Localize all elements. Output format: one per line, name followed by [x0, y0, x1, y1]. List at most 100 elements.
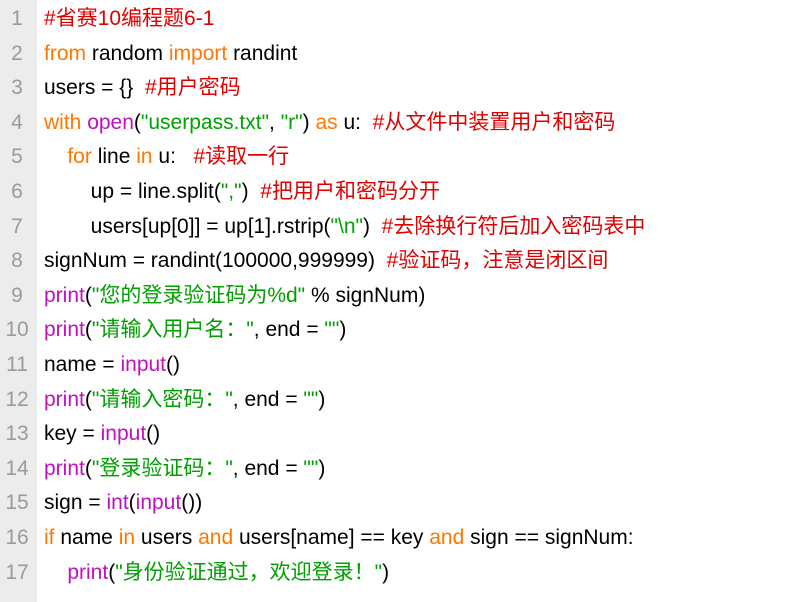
token-keyword: in: [118, 525, 136, 549]
code-line[interactable]: 4 with open("userpass.txt", "r") as u: #从…: [0, 106, 790, 141]
token-builtin: print: [67, 560, 109, 584]
token-string: "\n": [330, 214, 363, 238]
token-comment: #读取一行: [193, 145, 290, 169]
token-builtin: print: [44, 387, 85, 411]
token-plain: sign == signNum:: [464, 525, 634, 549]
token-comment: #用户密码: [144, 76, 241, 100]
token-keyword: and: [429, 525, 465, 549]
token-plain: users = {}: [44, 76, 145, 100]
code-text: #省赛10编程题6-1: [44, 2, 214, 37]
code-text: users = {} #用户密码: [44, 71, 241, 106]
code-line[interactable]: 10 print("请输入用户名：", end = ""): [0, 313, 790, 348]
code-line[interactable]: 14 print("登录验证码：", end = ""): [0, 452, 790, 487]
token-string: ",": [220, 179, 242, 203]
code-line[interactable]: 7 users[up[0]] = up[1].rstrip("\n") #去除换…: [0, 210, 790, 245]
line-number: 5: [11, 145, 23, 169]
token-plain: , end =: [232, 387, 304, 411]
line-number: 12: [5, 387, 29, 411]
token-string: "请输入密码：": [91, 387, 233, 411]
code-line[interactable]: 2 from random import randint: [0, 37, 790, 72]
code-text: sign = int(input()): [44, 486, 202, 521]
token-keyword: for: [67, 145, 92, 169]
token-keyword: with: [44, 110, 82, 134]
token-builtin: print: [44, 318, 85, 342]
token-string: "身份验证通过，欢迎登录！": [115, 560, 383, 584]
code-line[interactable]: 11 name = input(): [0, 348, 790, 383]
token-plain: (): [166, 352, 181, 376]
token-plain: ()): [181, 491, 203, 515]
code-text: print("请输入密码：", end = ""): [44, 383, 325, 418]
token-keyword: in: [136, 145, 153, 169]
code-text: up = line.split(",") #把用户和密码分开: [44, 175, 440, 210]
token-plain: ): [318, 387, 326, 411]
code-line[interactable]: 1#省赛10编程题6-1: [0, 2, 790, 37]
line-number-gutter: [0, 0, 37, 602]
token-builtin: open: [87, 110, 134, 134]
token-plain: ,: [269, 110, 281, 134]
code-line[interactable]: 3 users = {} #用户密码: [0, 71, 790, 106]
line-number: 10: [5, 318, 29, 342]
token-plain: users[up[0]] = up[1].rstrip(: [44, 214, 331, 238]
line-number: 13: [5, 422, 29, 446]
line-number: 17: [5, 560, 29, 584]
token-string: "您的登录验证码为%d": [91, 283, 306, 307]
token-plain: random: [86, 41, 169, 65]
token-plain: name =: [44, 352, 121, 376]
token-string: "r": [280, 110, 303, 134]
token-comment: #去除换行符后加入密码表中: [381, 214, 646, 238]
token-plain: (: [108, 560, 116, 584]
code-text: print("请输入用户名：", end = ""): [44, 313, 346, 348]
token-comment: #从文件中装置用户和密码: [372, 110, 616, 134]
code-text: print("登录验证码：", end = ""): [44, 452, 325, 487]
code-text: with open("userpass.txt", "r") as u: #从文…: [44, 106, 615, 141]
token-plain: (: [84, 318, 92, 342]
token-plain: ): [318, 456, 326, 480]
code-line[interactable]: 17 print("身份验证通过，欢迎登录！"): [0, 556, 790, 591]
code-text: for line in u: #读取一行: [44, 140, 289, 175]
line-number: 14: [5, 456, 29, 480]
token-plain: ): [362, 214, 382, 238]
line-number: 11: [6, 352, 28, 376]
token-plain: signNum = randint(100000,999999): [44, 249, 387, 273]
token-plain: line: [91, 145, 137, 169]
line-number: 2: [11, 41, 23, 65]
token-string: "": [303, 387, 319, 411]
token-keyword: from: [44, 41, 86, 65]
token-plain: , end =: [232, 456, 304, 480]
token-plain: % signNum): [305, 283, 426, 307]
code-text: name = input(): [44, 348, 180, 383]
code-line[interactable]: 5 for line in u: #读取一行: [0, 140, 790, 175]
code-text: signNum = randint(100000,999999) #验证码，注意…: [44, 244, 608, 279]
token-string: "": [303, 456, 319, 480]
token-string: "请输入用户名：": [91, 318, 254, 342]
token-plain: ): [302, 110, 316, 134]
code-line[interactable]: 8 signNum = randint(100000,999999) #验证码，注…: [0, 244, 790, 279]
token-plain: randint: [227, 41, 298, 65]
code-text: from random import randint: [44, 37, 297, 72]
line-number: 4: [11, 110, 23, 134]
token-keyword: as: [315, 110, 338, 134]
code-text: key = input(): [44, 417, 160, 452]
line-number: 16: [5, 525, 29, 549]
token-keyword: and: [198, 525, 234, 549]
token-plain: ): [241, 179, 261, 203]
token-plain: (: [128, 491, 136, 515]
line-number: 8: [11, 249, 23, 273]
code-line[interactable]: 6 up = line.split(",") #把用户和密码分开: [0, 175, 790, 210]
token-comment: #验证码，注意是闭区间: [386, 249, 609, 273]
code-line[interactable]: 13 key = input(): [0, 417, 790, 452]
token-plain: users: [135, 525, 199, 549]
token-plain: ): [339, 318, 347, 342]
line-number: 6: [11, 179, 23, 203]
code-text: if name in users and users[name] == key …: [44, 521, 634, 556]
token-string: "登录验证码：": [91, 456, 233, 480]
code-text: print("您的登录验证码为%d" % signNum): [44, 279, 425, 314]
token-plain: sign =: [44, 491, 107, 515]
line-number: 3: [11, 76, 23, 100]
code-line[interactable]: 16 if name in users and users[name] == ke…: [0, 521, 790, 556]
code-line[interactable]: 12 print("请输入密码：", end = ""): [0, 383, 790, 418]
